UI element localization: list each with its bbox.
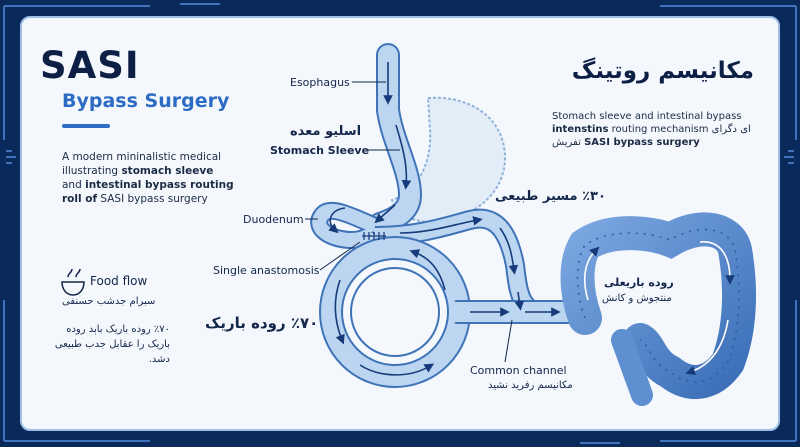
label-natural-path: ٪۳۰ مسیر طبیعی: [495, 189, 606, 204]
food-flow-subtitle: سبرام جدشب حسنفی: [62, 296, 156, 307]
label-common-channel-fa: مکانیسم رفرید نشید: [488, 380, 573, 391]
bowl-icon: [61, 268, 85, 296]
colon-flow-arrows: [583, 241, 735, 376]
colon: [560, 212, 757, 399]
label-esophagus: Esophagus: [290, 76, 350, 89]
label-stomach-sleeve: Stomach Sleeve: [270, 144, 370, 157]
food-flow-title: Food flow: [90, 274, 148, 288]
label-single-anastomosis: Single anastomosis: [213, 264, 320, 277]
page-subtitle: Bypass Surgery: [62, 90, 230, 112]
page-title: SASI: [40, 44, 140, 87]
label-large-intestine-sub: منتجوش و کانش: [602, 293, 672, 304]
mechanism-description: Stomach sleeve and intestinal bypass int…: [552, 111, 751, 148]
title-underline: [62, 124, 110, 128]
label-large-intestine: روده باریعلی: [604, 276, 674, 289]
leader-lines: [305, 81, 513, 363]
label-sleeve-fa: اسلیو معده: [290, 124, 362, 139]
intro-description: A modern mininalistic medical illustrati…: [62, 151, 234, 205]
food-flow-body: ٪۷۰ روده باریک باٻد روده باریک را عقابل …: [54, 324, 170, 365]
label-small-intestine: ٪۷۰ روده باریک: [205, 314, 319, 332]
anastomosis-stitches: [362, 232, 386, 240]
mechanism-title: مکانیسم روتینگ: [571, 58, 754, 84]
label-duodenum: Duodenum: [243, 213, 304, 226]
flow-arrows: [328, 62, 561, 376]
label-common-channel: Common channel: [470, 364, 567, 377]
